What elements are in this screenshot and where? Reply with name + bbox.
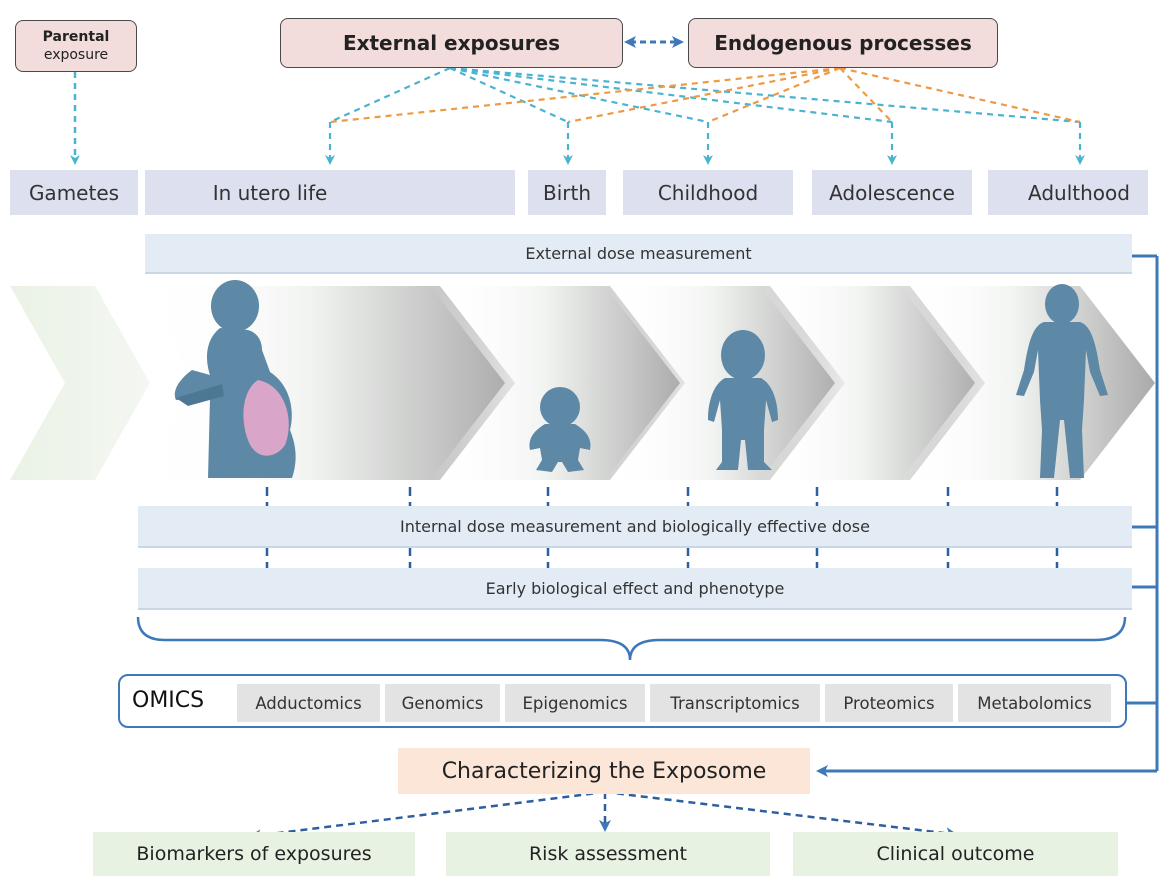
stage-childhood-label: Childhood bbox=[657, 180, 759, 205]
endogenous-process-links bbox=[329, 66, 1081, 124]
omics-item-adductomics: Adductomics bbox=[237, 684, 380, 722]
outcome-risk-assessment-label: Risk assessment bbox=[528, 843, 688, 865]
omics-item-label: Genomics bbox=[401, 693, 484, 713]
stage-childhood: Childhood bbox=[623, 170, 793, 215]
omics-item-transcriptomics: Transcriptomics bbox=[650, 684, 820, 722]
stage-gametes: Gametes bbox=[10, 170, 138, 215]
timeline-ticks bbox=[265, 487, 1059, 568]
internal-dose-bar: Internal dose measurement and biological… bbox=[138, 506, 1132, 548]
external-dose-label: External dose measurement bbox=[525, 243, 752, 263]
omics-item-label: Transcriptomics bbox=[670, 693, 800, 713]
internal-dose-label: Internal dose measurement and biological… bbox=[400, 516, 870, 536]
omics-item-label: Epigenomics bbox=[522, 693, 628, 713]
omics-item-label: Metabolomics bbox=[977, 693, 1092, 713]
parental-exposure-line2: exposure bbox=[43, 47, 109, 63]
stage-arrows bbox=[325, 122, 1085, 165]
omics-item-metabolomics: Metabolomics bbox=[958, 684, 1111, 722]
omics-label: OMICS bbox=[132, 688, 205, 713]
omics-box: OMICS Adductomics Genomics Epigenomics T… bbox=[118, 674, 1127, 728]
fetus bbox=[243, 380, 289, 456]
omics-item-label: Proteomics bbox=[843, 693, 935, 713]
external-exposures-label: External exposures bbox=[342, 31, 561, 55]
external-exposure-links bbox=[329, 66, 1081, 124]
outcome-risk-assessment: Risk assessment bbox=[446, 832, 770, 876]
child-silhouette bbox=[708, 330, 778, 470]
adult-silhouette bbox=[1016, 284, 1108, 478]
chevron-5 bbox=[760, 286, 985, 480]
stage-birth-label: Birth bbox=[542, 180, 592, 205]
pregnant-woman-silhouette bbox=[174, 280, 296, 478]
baby-silhouette bbox=[529, 387, 591, 472]
stage-in-utero-label: In utero life bbox=[212, 180, 328, 205]
endogenous-processes-box: Endogenous processes bbox=[688, 18, 998, 68]
omics-item-label: Adductomics bbox=[255, 693, 362, 713]
stage-gametes-label: Gametes bbox=[28, 180, 120, 205]
exposome-box: Characterizing the Exposome bbox=[398, 748, 810, 794]
parental-exposure-line1: Parental bbox=[42, 29, 110, 45]
external-exposures-box: External exposures bbox=[280, 18, 623, 68]
outcome-biomarkers-label: Biomarkers of exposures bbox=[136, 843, 372, 865]
early-effect-label: Early biological effect and phenotype bbox=[485, 578, 785, 598]
stage-adolescence-label: Adolescence bbox=[829, 180, 955, 205]
outcome-arrows bbox=[249, 790, 958, 842]
exposome-connector bbox=[816, 254, 1159, 777]
exposome-label: Characterizing the Exposome bbox=[441, 758, 767, 784]
stage-in-utero: In utero life bbox=[145, 170, 515, 215]
external-dose-bar: External dose measurement bbox=[145, 234, 1132, 274]
stage-birth: Birth bbox=[528, 170, 606, 215]
parental-exposure-box: Parental exposure bbox=[15, 20, 137, 72]
omics-item-genomics: Genomics bbox=[385, 684, 500, 722]
stage-adolescence: Adolescence bbox=[812, 170, 972, 215]
omics-item-epigenomics: Epigenomics bbox=[505, 684, 645, 722]
early-effect-bar: Early biological effect and phenotype bbox=[138, 568, 1132, 610]
omics-item-proteomics: Proteomics bbox=[825, 684, 953, 722]
outcome-biomarkers: Biomarkers of exposures bbox=[93, 832, 415, 876]
chevron-1 bbox=[10, 286, 150, 480]
stage-adulthood: Adulthood bbox=[988, 170, 1148, 215]
stage-adulthood-label: Adulthood bbox=[1028, 180, 1130, 205]
grouping-brace bbox=[136, 616, 1127, 661]
chevron-3 bbox=[430, 286, 685, 480]
outcome-clinical-label: Clinical outcome bbox=[876, 843, 1035, 865]
endogenous-processes-label: Endogenous processes bbox=[714, 31, 972, 55]
outcome-clinical: Clinical outcome bbox=[793, 832, 1118, 876]
